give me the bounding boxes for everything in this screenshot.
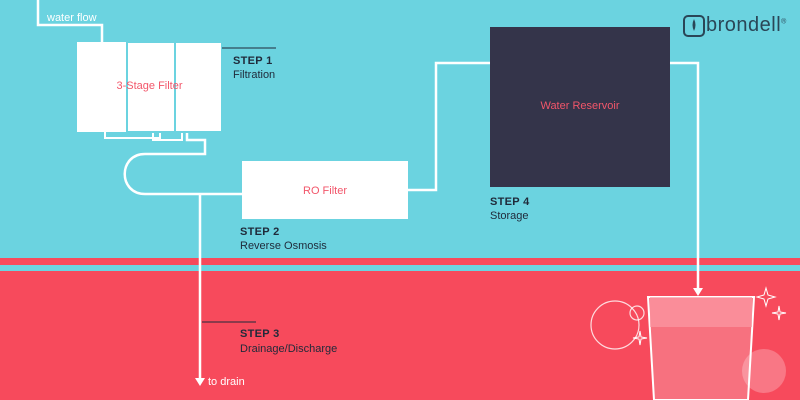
glass-water-top bbox=[650, 297, 752, 327]
inlet-pipe bbox=[36, 0, 104, 46]
step1-title: STEP 1 bbox=[233, 55, 273, 67]
filter-connector-2 bbox=[152, 132, 183, 141]
step1-desc: Filtration bbox=[233, 69, 276, 81]
sparkle-3-icon bbox=[632, 330, 648, 346]
brondell-logo-icon bbox=[683, 15, 705, 37]
brand-name: brondell® bbox=[706, 14, 787, 37]
filter-cartridge-1 bbox=[77, 42, 127, 132]
divider-stripe bbox=[0, 265, 800, 271]
step4-title: STEP 4 bbox=[490, 196, 530, 208]
ro-filter-box bbox=[242, 161, 408, 219]
sparkle-1-icon bbox=[755, 286, 777, 308]
ro-to-reservoir-pipe bbox=[408, 61, 490, 192]
step2-title: STEP 2 bbox=[240, 226, 280, 238]
bubble-small-icon bbox=[629, 305, 645, 321]
filter-cartridge-2 bbox=[126, 41, 176, 133]
brand-wordmark: brondell bbox=[706, 14, 782, 36]
step3-desc: Drainage/Discharge bbox=[240, 343, 338, 355]
drain-arrowhead bbox=[195, 378, 205, 386]
water-flow-label: water flow bbox=[47, 12, 97, 24]
filter-cartridge-3 bbox=[174, 41, 223, 133]
filter-connector-1 bbox=[104, 132, 161, 139]
to-drain-label: to drain bbox=[208, 376, 245, 388]
filter-label: 3-Stage Filter bbox=[116, 80, 183, 92]
sparkle-2-icon bbox=[771, 305, 787, 321]
water-reservoir-box bbox=[490, 27, 670, 187]
glass-arrowhead bbox=[693, 288, 703, 296]
brand-registered-mark: ® bbox=[781, 18, 787, 26]
reservoir-to-glass-pipe bbox=[670, 61, 700, 290]
bubble-filled-icon bbox=[742, 349, 786, 393]
ro-filter-label: RO Filter bbox=[303, 185, 347, 197]
bubble-large-icon bbox=[590, 300, 640, 350]
reservoir-label: Water Reservoir bbox=[540, 100, 620, 112]
filter-connector-3 bbox=[123, 132, 242, 196]
step2-desc: Reverse Osmosis bbox=[240, 240, 327, 252]
step3-title: STEP 3 bbox=[240, 328, 280, 340]
step4-desc: Storage bbox=[490, 210, 529, 222]
